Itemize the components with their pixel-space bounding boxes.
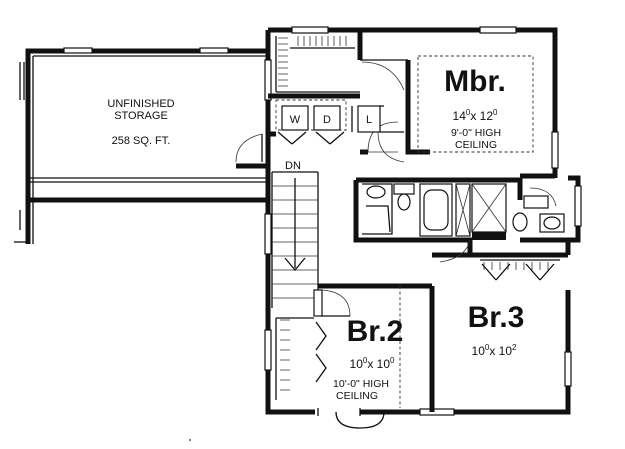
bathroom	[353, 177, 568, 255]
master-dimensions: 140x 120	[453, 108, 499, 123]
bedroom3-walls	[429, 239, 568, 412]
linen-label: L	[366, 114, 372, 126]
bedroom2-dimensions: 100x 100	[350, 356, 396, 371]
master-room-name: Mbr.	[444, 65, 506, 98]
bedroom2-ceiling-line2: CEILING	[336, 390, 378, 402]
laundry-area	[268, 93, 405, 163]
bedroom2-walls	[275, 283, 432, 429]
bedroom3-label: Br.3 100x 102	[468, 301, 525, 358]
storage-title-line2: STORAGE	[114, 110, 168, 122]
bedroom2-room-name: Br.2	[347, 315, 404, 348]
master-bedroom-walls	[275, 30, 555, 179]
plan-dot-mark	[189, 439, 191, 441]
dryer-label: D	[323, 114, 331, 126]
storage-area-text: 258 SQ. FT.	[112, 135, 171, 147]
stairs-down-label: DN	[285, 160, 301, 172]
stairwell	[235, 133, 323, 317]
laundry-labels: W D L	[290, 114, 372, 126]
bedroom2-ceiling-line1: 10'-0" HIGH	[333, 378, 389, 390]
bedroom3-room-name: Br.3	[468, 301, 525, 334]
storage-label: UNFINISHED STORAGE 258 SQ. FT.	[107, 98, 174, 147]
master-ceiling-line1: 9'-0" HIGH	[451, 127, 501, 139]
master-bedroom-label: Mbr. 140x 120 9'-0" HIGH CEILING	[444, 65, 506, 151]
exterior-walls	[264, 26, 582, 416]
storage-area	[14, 47, 274, 245]
washer-label: W	[290, 114, 301, 126]
bedroom2-label: Br.2 100x 100 10'-0" HIGH CEILING	[333, 315, 403, 402]
storage-title-line1: UNFINISHED	[107, 98, 174, 110]
bedroom3-dimensions: 100x 102	[472, 343, 518, 358]
master-ceiling-line2: CEILING	[455, 139, 497, 151]
